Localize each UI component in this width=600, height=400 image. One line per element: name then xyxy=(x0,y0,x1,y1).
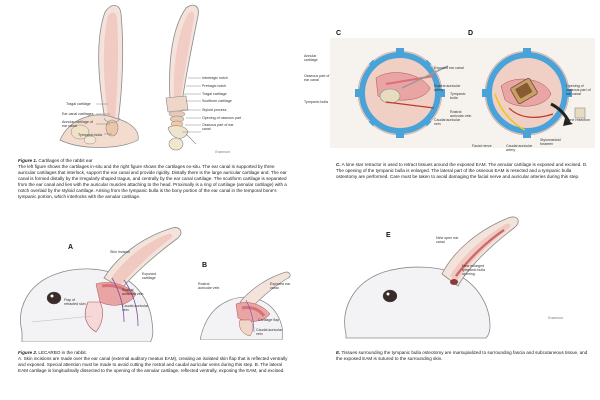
figure-1-leaders xyxy=(96,77,201,135)
caption-cd-body: A lone star retractor is used to retract… xyxy=(336,162,588,179)
caption-cd-title: C. xyxy=(336,162,341,167)
label-a-exposed-cartilage: Exposed cartilage xyxy=(142,272,156,280)
figure-e-illustration xyxy=(344,216,519,339)
label-styloid-process: Styloid process xyxy=(202,108,227,112)
figure-d-illustration xyxy=(465,38,595,148)
label-tympanic-bulla: Tympanic bulla xyxy=(78,133,102,137)
panel-letter-c: C xyxy=(336,30,342,37)
figure-1-panel: Intertragic notch Pretragic notch Tragal… xyxy=(0,0,300,200)
caption-title-rest: Cartilages of the rabbit ear xyxy=(37,158,93,163)
caption-title: Figure 1. xyxy=(18,158,38,163)
figure-cd-panel: C D Annular cartilage Osseous part of ea… xyxy=(300,0,600,200)
label-ear-canal-cartilages: Ear canal cartilages xyxy=(62,112,94,116)
label-d-rostral-auricular-vein: Rostral auricular vein xyxy=(450,110,472,118)
figure-b-illustration xyxy=(200,271,291,340)
label-b-caudal-auricular-vein: Caudal auricular vein xyxy=(256,328,283,336)
label-d-bone-resection: Bone resection xyxy=(566,118,590,122)
signature-e: Swanson xyxy=(548,316,564,320)
caption-body: The left figure shows the cartilages in-… xyxy=(18,164,287,199)
label-pretragic-notch: Pretragic notch xyxy=(202,84,227,88)
caption-2-title: Figure 2. xyxy=(18,350,38,355)
label-c-tympanic-bulla: Tympanic bulla xyxy=(304,100,328,104)
label-c-rostral-auricular-artery: Rostral auricular artery xyxy=(434,84,461,92)
figure-2-panel: A B Skin incision Exposed cartilage Rost… xyxy=(0,200,300,400)
label-c-osseous-part: Osseous part of ear canal xyxy=(304,74,330,82)
label-b-exposed-ear-canal: Exposed ear canal xyxy=(270,282,291,290)
figure-1-illustration xyxy=(59,4,201,151)
label-scutiform-cartilage: Scutiform cartilage xyxy=(202,99,232,103)
label-d-facial-nerve: Facial nerve xyxy=(472,144,492,148)
label-opening-osseous: Opening of osseous part xyxy=(202,116,242,120)
label-d-stylomastoid-foramen: Stylomastoid foramen xyxy=(540,138,561,146)
left-ear-insitu xyxy=(59,5,139,148)
figure-c-illustration xyxy=(330,38,470,148)
label-intertragic-notch: Intertragic notch xyxy=(202,76,228,80)
label-d-tympanic-bulla: Tympanic bulla xyxy=(450,92,466,100)
caption-2-body: A. Skin incisions are made over the ear … xyxy=(18,356,288,373)
label-e-new-enlarged-opening: New enlarged tympanic bulla opening xyxy=(462,264,485,276)
label-d-opening-osseous: Opening of osseous part of ear canal xyxy=(566,84,591,96)
panel-letter-d: D xyxy=(468,30,474,37)
label-d-caudal-auricular-artery: Caudal auricular artery xyxy=(506,144,533,152)
label-e-new-open-ear-canal: New open ear canal xyxy=(436,236,459,244)
signature: Swanson xyxy=(215,150,231,154)
figure-e-panel: E New open ear canal New enlarged tympan… xyxy=(300,200,600,400)
figure-cd-caption: C. A lone star retractor is used to retr… xyxy=(336,162,592,180)
label-b-rostral-auricular-vein: Rostral auricular vein xyxy=(198,282,220,290)
figure-2-caption: Figure 2. LECARBO in the rabbit. A. Skin… xyxy=(18,350,288,374)
figure-e-caption: E. Tissues surrounding the tympanic bull… xyxy=(336,350,592,362)
panel-letter-e: E xyxy=(386,232,391,239)
label-a-flap: Flap of retracted skin xyxy=(64,298,86,306)
label-a-skin-incision: Skin incision xyxy=(110,250,130,254)
label-c-annular-cartilage: Annular cartilage xyxy=(304,54,318,62)
label-osseous-part: Osseous part of ear canal xyxy=(202,123,234,131)
label-b-cartilage-flap: Cartilage flap xyxy=(258,318,280,322)
label-c-caudal-auricular-vein: Caudal auricular vein xyxy=(434,118,461,126)
figure-1-caption: Figure 1. Cartilages of the rabbit ear T… xyxy=(18,158,288,200)
caption-2-title-rest: LECARBO in the rabbit. xyxy=(37,350,87,355)
panel-letter-a: A xyxy=(68,244,74,251)
caption-e-body: Tissues surrounding the tympanic bulla o… xyxy=(336,350,588,361)
panel-letter-b: B xyxy=(202,262,208,269)
figure-a-illustration xyxy=(20,227,182,342)
right-ear-exsitu xyxy=(165,4,199,151)
label-tragal-cartilage-right: Tragal cartilage xyxy=(202,92,227,96)
label-c-exposed-ear-canal: Exposed ear canal xyxy=(434,66,464,70)
label-tragal-cartilage-left: Tragal cartilage xyxy=(66,102,91,106)
label-annular-cartilage: Annular cartilage of ear canal xyxy=(62,120,93,128)
caption-e-title: E. xyxy=(336,350,341,355)
label-a-caudal-auricular-vein: Caudal auricular vein xyxy=(122,304,149,312)
label-a-rostral-auricular-vein: Rostral auricular vein xyxy=(122,288,144,296)
